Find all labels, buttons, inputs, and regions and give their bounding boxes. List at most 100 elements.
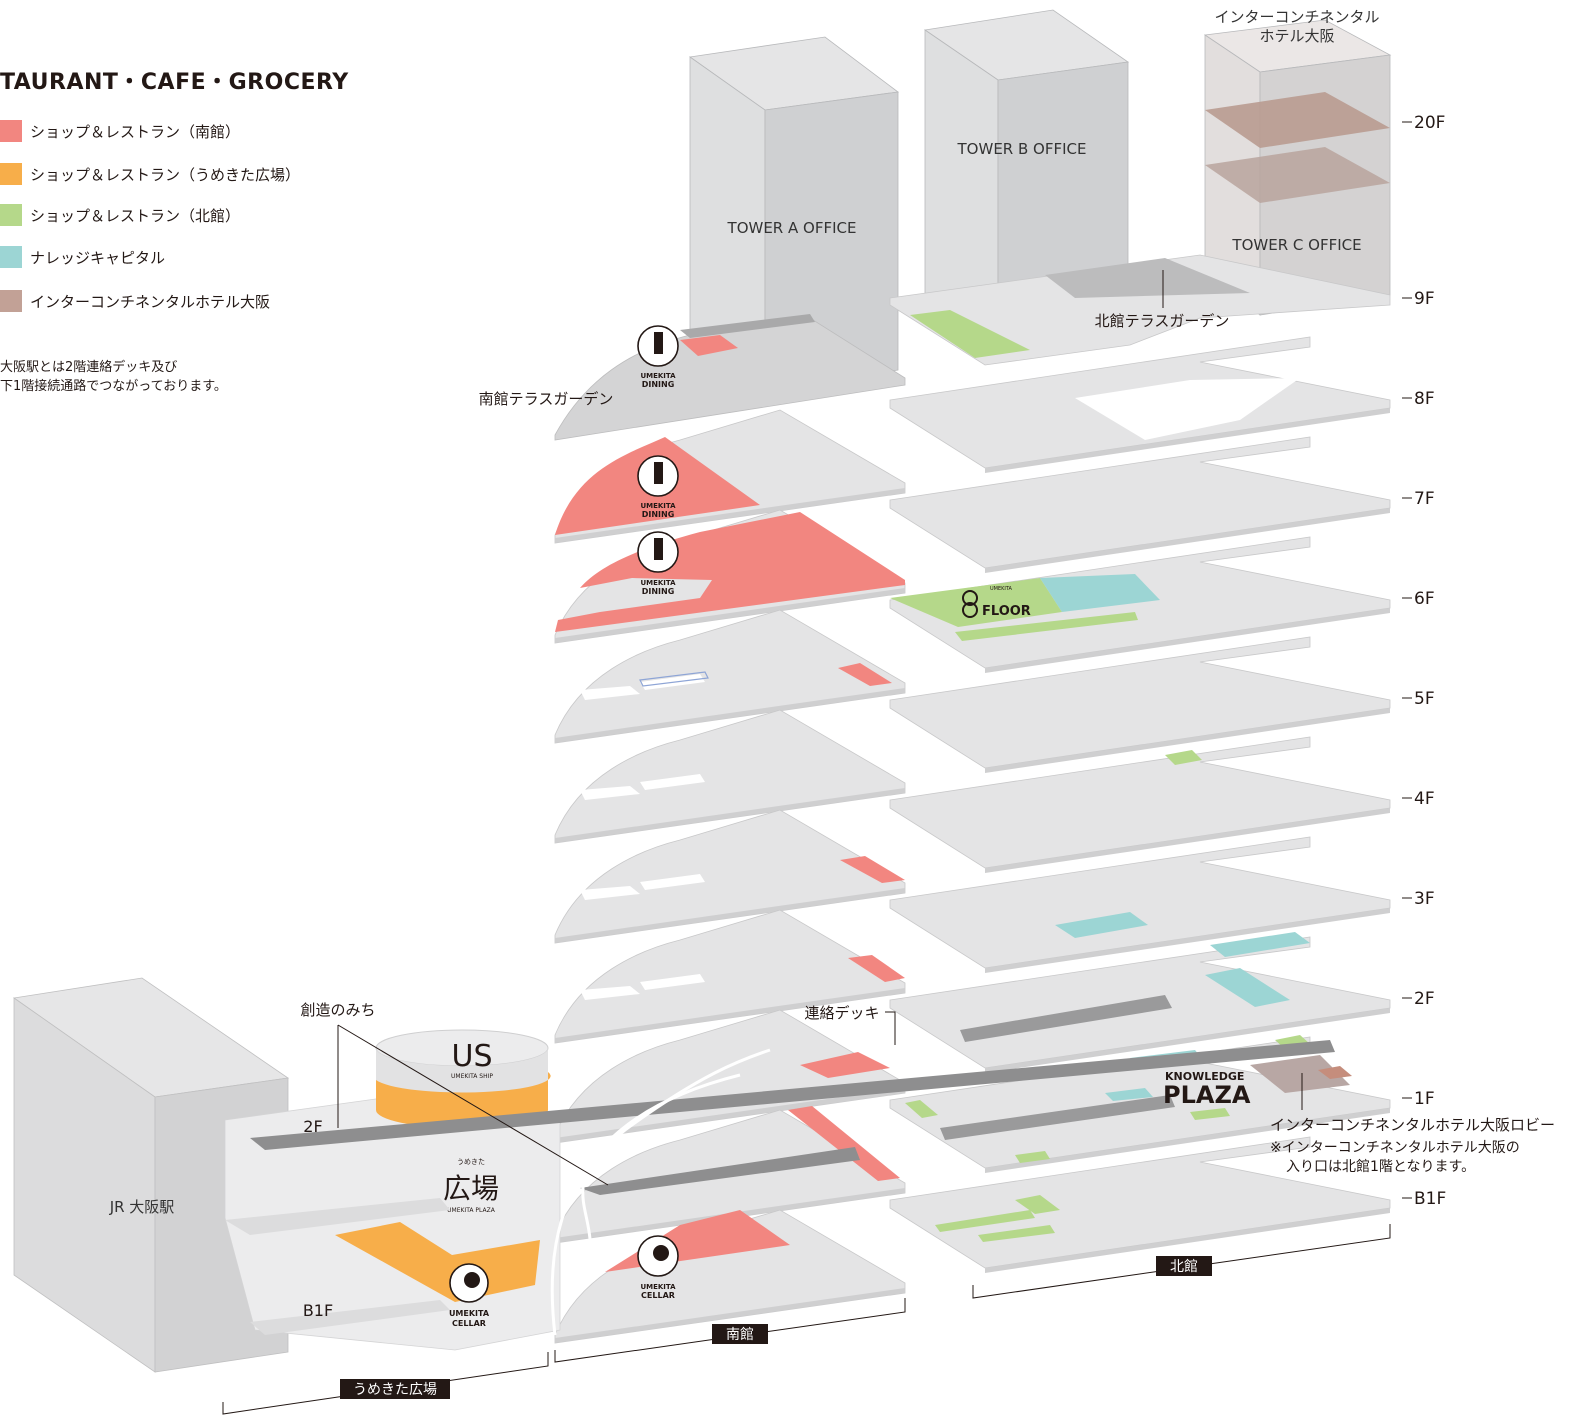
legend-item-north-shops: ショップ＆レストラン（北館） xyxy=(0,203,240,227)
deck-label: 連絡デッキ xyxy=(804,1004,879,1022)
slab-edge xyxy=(555,988,905,1043)
shop-block xyxy=(840,856,905,883)
hotel-name: ホテル大阪 xyxy=(1259,27,1334,45)
legend-item-south-shops: ショップ＆レストラン（南館） xyxy=(0,119,240,143)
slab-edge xyxy=(985,408,1390,473)
us-logo-sub: UMEKITA SHIP xyxy=(451,1073,493,1080)
floor-label: 8F xyxy=(1414,389,1435,409)
shop-block xyxy=(935,1210,1035,1232)
dining-logo-text: UMEKITA xyxy=(640,502,676,510)
shop-block xyxy=(1250,1055,1350,1093)
floor-label: 4F xyxy=(1414,789,1435,809)
cellar-logo-text: CELLAR xyxy=(641,1291,675,1300)
slab-void xyxy=(580,986,640,1000)
dining-logo-text: UMEKITA xyxy=(640,372,676,380)
plaza-2f-label: 2F xyxy=(303,1117,322,1136)
slab-edge xyxy=(985,1108,1390,1173)
tower-a-label: TOWER A OFFICE xyxy=(727,219,857,237)
slab-edge xyxy=(555,488,905,543)
hotel-floor-band xyxy=(1205,147,1390,203)
dining-logo-text: UMEKITA xyxy=(640,579,676,587)
south-building-label: 南館 xyxy=(726,1326,754,1343)
umekita-floor-logo: UMEKITA FLOOR xyxy=(962,586,1031,619)
shop-block xyxy=(1210,932,1310,957)
slab-edge xyxy=(985,608,1390,673)
dining-logo-6f: UMEKITA DINING xyxy=(637,531,679,596)
north-floor-slab xyxy=(889,336,1391,473)
cellar-logo-south: UMEKITA CELLAR xyxy=(637,1235,679,1300)
south-building-floors xyxy=(554,409,906,1344)
connecting-deck xyxy=(250,1040,1335,1150)
floor-label: 5F xyxy=(1414,689,1435,709)
north-building-label: 北館 xyxy=(1170,1258,1198,1275)
tower-c: TOWER C OFFICE インターコンチネンタル ホテル大阪 xyxy=(1203,8,1392,316)
shop-block xyxy=(800,1052,890,1078)
slab-edge xyxy=(985,908,1390,973)
legend-label: ショップ＆レストラン（南館） xyxy=(30,122,241,141)
plaza-bracket: うめきた広場 xyxy=(222,1352,549,1415)
floor-logo-kana: UMEKITA xyxy=(990,586,1013,592)
south-6f-shops xyxy=(555,512,905,632)
slab-void xyxy=(1075,378,1300,440)
legend-swatch-brown xyxy=(0,290,22,312)
south-bracket: 南館 xyxy=(554,1298,906,1363)
north-terrace-label: 北館テラスガーデン xyxy=(1095,312,1230,330)
south-floor-slab xyxy=(554,809,906,944)
cellar-logo-text: CELLAR xyxy=(452,1319,486,1328)
shop-block xyxy=(1105,1088,1153,1101)
slab-edge xyxy=(985,708,1390,773)
annotation-north-terrace: 北館テラスガーデン xyxy=(1095,270,1230,330)
access-note: 大阪駅とは2階連絡デッキ及び 下1階接続通路でつながっております。 xyxy=(0,358,227,396)
deck-segment xyxy=(960,995,1172,1042)
tower-c-label: TOWER C OFFICE xyxy=(1231,236,1361,254)
souzou-path xyxy=(580,1147,860,1195)
hotel-name: インターコンチネンタル xyxy=(1214,8,1379,26)
floor-label: 9F xyxy=(1414,289,1435,309)
dining-logo-9f: UMEKITA DINING xyxy=(637,325,679,389)
hotel-floor-band xyxy=(1205,92,1390,148)
cellar-logo-text: UMEKITA xyxy=(640,1283,676,1291)
legend-label: ナレッジキャピタル xyxy=(30,248,166,267)
legend-swatch-green xyxy=(0,204,22,226)
slab-edge xyxy=(555,788,905,843)
slab xyxy=(554,909,906,1044)
legend-label: ショップ＆レストラン（うめきた広場） xyxy=(30,165,301,184)
legend-label: ショップ＆レストラン（北館） xyxy=(30,206,241,225)
slab xyxy=(554,709,906,844)
plaza-logo-text: PLAZA xyxy=(1163,1081,1251,1109)
shop-block xyxy=(955,612,1138,641)
dining-logo-text: DINING xyxy=(642,380,675,389)
south-9f-terrace xyxy=(554,314,906,441)
tower-b-label: TOWER B OFFICE xyxy=(957,140,1087,158)
hiroba-kana: うめきた xyxy=(457,1158,485,1166)
shop-block xyxy=(788,1106,900,1181)
slab xyxy=(889,636,1391,769)
slab-void xyxy=(580,786,640,800)
legend-swatch-orange xyxy=(0,163,22,185)
shop-block xyxy=(848,955,905,982)
shop-block xyxy=(1015,1151,1050,1163)
slab xyxy=(889,436,1391,569)
shop-block xyxy=(978,1225,1055,1242)
slab-edge xyxy=(555,688,905,743)
shop-block xyxy=(1190,1108,1230,1120)
hotel-note: ※インターコンチネンタルホテル大阪の xyxy=(1270,1140,1520,1156)
slab-edge xyxy=(985,1008,1390,1073)
slab-void xyxy=(640,774,705,790)
dining-logo-7f: UMEKITA DINING xyxy=(637,455,679,519)
slab-void xyxy=(640,874,705,890)
slab-edge xyxy=(985,1208,1390,1273)
shop-block xyxy=(1055,912,1148,938)
slab-edge xyxy=(555,888,905,943)
hotel-lobby-label: インターコンチネンタルホテル大阪ロビー xyxy=(1270,1116,1555,1134)
jr-osaka-label: JR 大阪駅 xyxy=(109,1198,175,1216)
legend-item-hotel: インターコンチネンタルホテル大阪 xyxy=(0,289,270,313)
slab xyxy=(554,809,906,944)
legend-title: TAURANT・CAFE・GROCERY xyxy=(0,70,349,95)
north-floor-slab xyxy=(889,1136,1391,1273)
slab xyxy=(554,609,906,744)
slab-void xyxy=(640,974,705,990)
slab-edge xyxy=(555,1088,905,1143)
note-line: 大阪駅とは2階連絡デッキ及び xyxy=(0,360,178,375)
